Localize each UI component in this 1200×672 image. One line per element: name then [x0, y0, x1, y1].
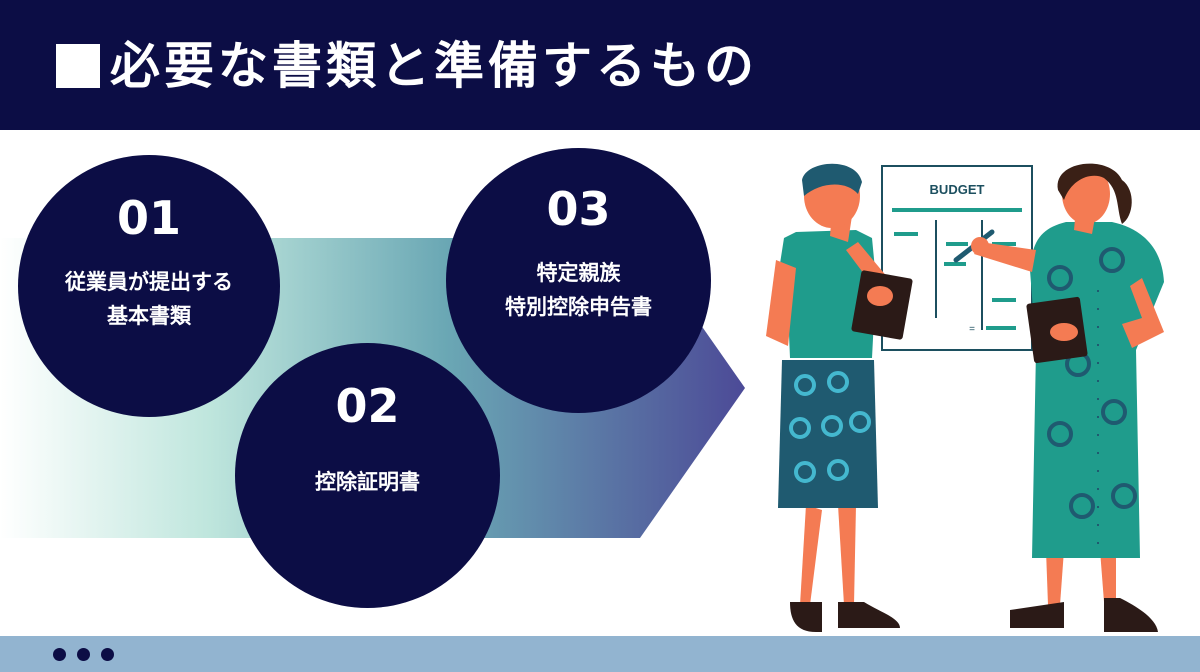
step-number: 01 — [116, 191, 181, 245]
budget-illustration: BUDGET = — [766, 163, 1164, 632]
step-02-circle: 02 控除証明書 — [235, 343, 500, 608]
step-label-line: 基本書類 — [107, 304, 191, 328]
step-number: 02 — [335, 379, 400, 433]
square-bullet-icon — [56, 44, 100, 88]
step-01-circle: 01 従業員が提出する 基本書類 — [18, 155, 280, 417]
board-title: BUDGET — [930, 182, 985, 197]
woman-left-figure — [766, 163, 913, 632]
woman-right-figure — [953, 163, 1164, 632]
header-bar: 必要な書類と準備するもの — [0, 0, 1200, 130]
step-label-line: 控除証明書 — [315, 470, 420, 494]
step-label: 従業員が提出する 基本書類 — [18, 265, 280, 333]
step-label-line: 従業員が提出する — [65, 270, 233, 294]
step-label-line: 特別控除申告書 — [505, 295, 652, 319]
step-label-line: 特定親族 — [536, 261, 621, 285]
dot-icon — [77, 648, 90, 661]
dot-icon — [101, 648, 114, 661]
footer-bar — [0, 636, 1200, 672]
step-number: 03 — [546, 182, 611, 236]
step-03-circle: 03 特定親族 特別控除申告書 — [446, 148, 711, 413]
page-title: 必要な書類と準備するもの — [110, 37, 758, 95]
board-equals: = — [969, 324, 975, 335]
dot-icon — [53, 648, 66, 661]
step-label: 控除証明書 — [235, 465, 500, 499]
step-label: 特定親族 特別控除申告書 — [446, 256, 711, 324]
